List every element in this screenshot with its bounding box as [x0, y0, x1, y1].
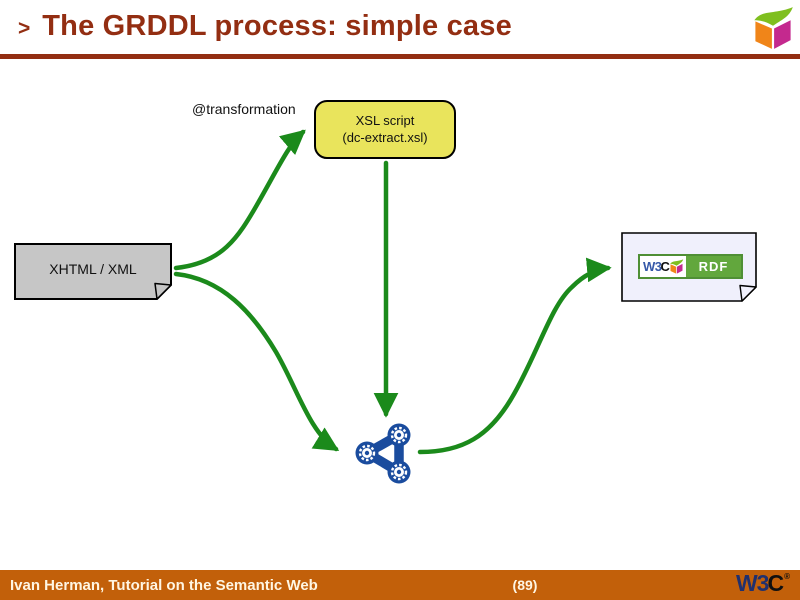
- title-bullet: >: [18, 17, 31, 40]
- xhtml-source-label: XHTML / XML: [49, 260, 137, 277]
- document-shape: [14, 243, 172, 300]
- w3c-logo-c: C: [767, 570, 785, 596]
- xsl-script-box: XSL script (dc-extract.xsl): [314, 100, 456, 159]
- semantic-web-cube-icon: [754, 7, 793, 49]
- xhtml-source-box: XHTML / XML: [14, 243, 172, 300]
- badge-w3-text: W3: [643, 259, 662, 274]
- header: > The GRDDL process: simple case: [18, 10, 740, 43]
- w3c-logo-trademark: ®: [784, 572, 790, 581]
- transformation-label: @transformation: [192, 101, 296, 117]
- title-divider: [0, 54, 800, 59]
- w3c-logo: W3 C ®: [736, 570, 790, 600]
- footer-bar: Ivan Herman, Tutorial on the Semantic We…: [0, 570, 800, 600]
- w3c-cube-icon: [670, 259, 684, 274]
- badge-c-text: C: [660, 259, 670, 274]
- footer-author: Ivan Herman, Tutorial on the Semantic We…: [10, 576, 318, 594]
- arrow-graph-to-rdf: [417, 257, 612, 455]
- badge-rdf-text: RDF: [685, 256, 741, 277]
- rdf-graph-icon: [355, 423, 411, 484]
- xsl-script-line1: XSL script: [355, 113, 415, 129]
- arrow-xhtml-to-xsl: [173, 129, 306, 271]
- w3c-rdf-badge-left: W3 C: [640, 256, 686, 277]
- page-title: The GRDDL process: simple case: [42, 10, 512, 42]
- footer-page-number: (89): [512, 577, 538, 593]
- arrow-xhtml-to-graph: [173, 271, 340, 452]
- w3c-rdf-badge: W3 C RDF: [638, 254, 743, 279]
- xsl-script-line2: (dc-extract.xsl): [342, 129, 428, 145]
- w3c-logo-w3: W3: [735, 570, 769, 596]
- rdf-result-box: W3 C RDF: [621, 232, 757, 302]
